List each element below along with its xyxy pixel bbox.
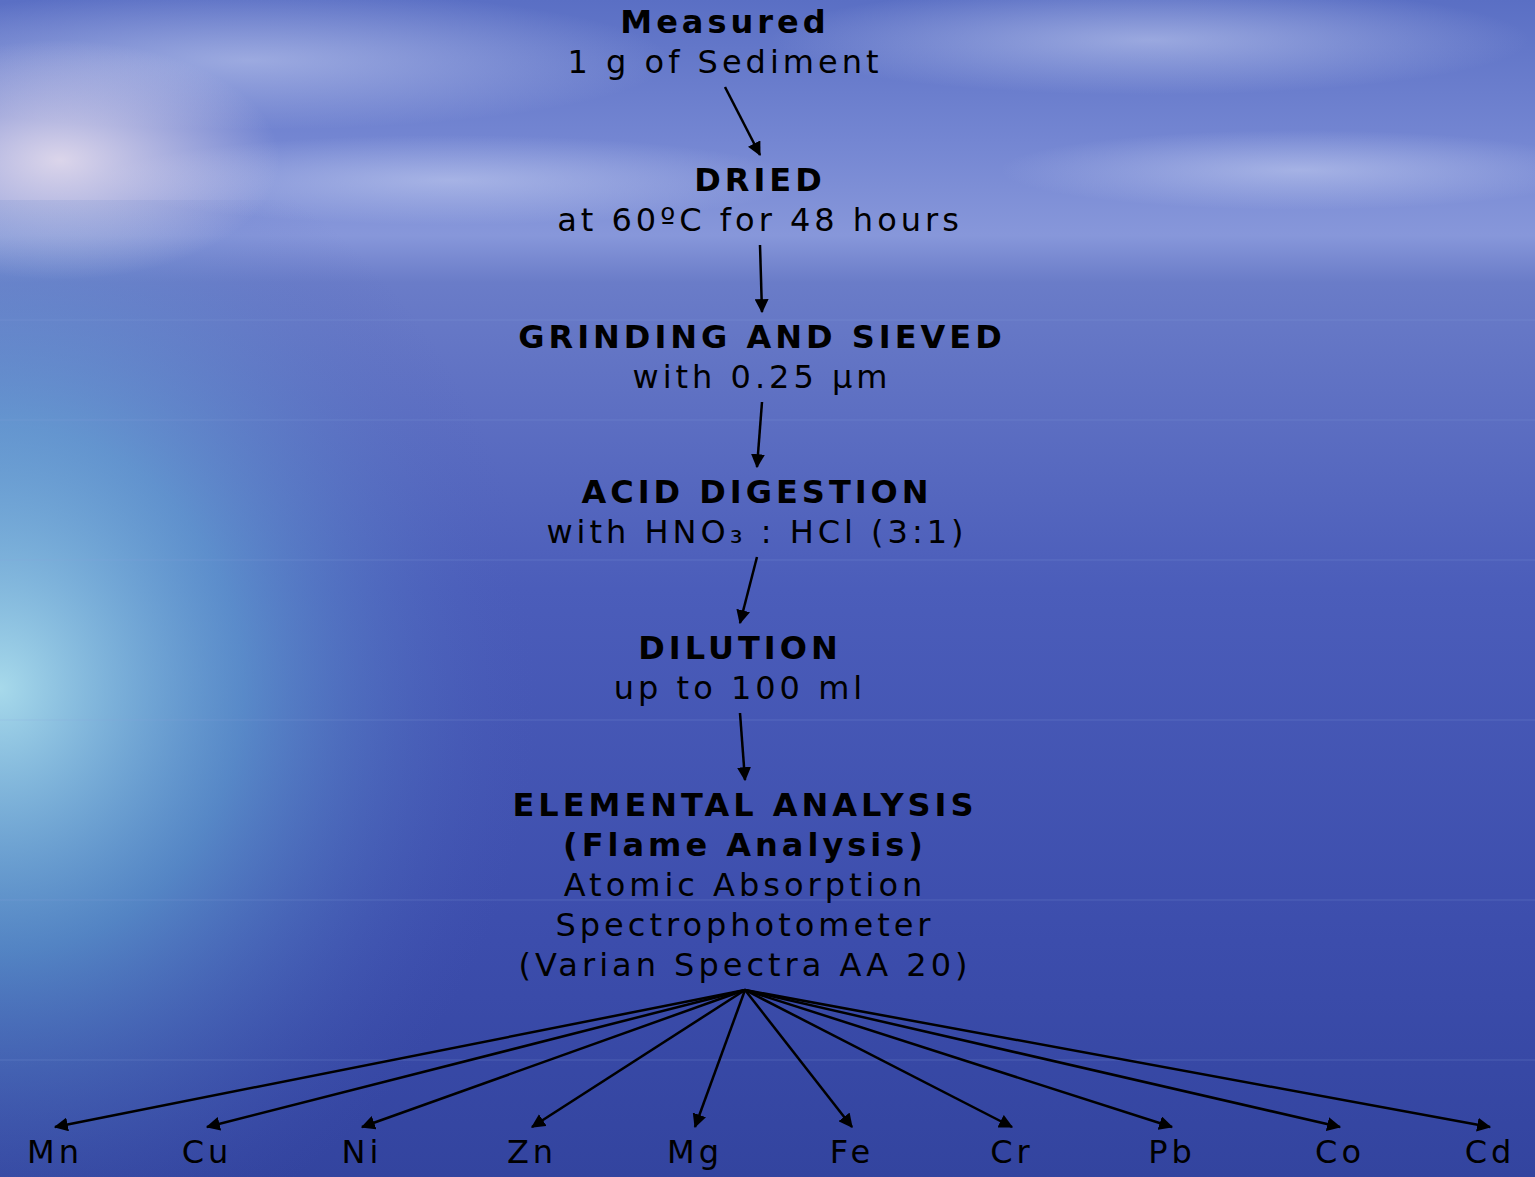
element-label: Cr <box>990 1132 1034 1172</box>
element-symbol: Pb <box>1148 1132 1196 1172</box>
element-label: Pb <box>1148 1132 1196 1172</box>
element-symbol: Cu <box>182 1132 233 1172</box>
element-symbol: Fe <box>830 1132 874 1172</box>
process-step: ACID DIGESTIONwith HNO₃ : HCl (3:1) <box>546 472 967 552</box>
flow-arrow <box>695 990 745 1127</box>
step-detail: up to 100 ml <box>614 668 866 708</box>
flow-arrow <box>745 990 852 1127</box>
element-label: Mn <box>27 1132 83 1172</box>
flow-arrow <box>740 713 745 780</box>
flow-arrow <box>532 990 745 1127</box>
flow-arrow <box>745 990 1490 1127</box>
element-label: Fe <box>830 1132 874 1172</box>
flow-arrow <box>757 402 762 467</box>
flow-arrow <box>760 245 762 312</box>
step-detail: at 60ºC for 48 hours <box>557 200 963 240</box>
element-label: Zn <box>507 1132 557 1172</box>
element-label: Ni <box>342 1132 383 1172</box>
process-step: GRINDING AND SIEVEDwith 0.25 µm <box>518 317 1006 397</box>
process-step: ELEMENTAL ANALYSIS (Flame Analysis)Atomi… <box>465 785 1025 985</box>
step-detail: with 0.25 µm <box>518 357 1006 397</box>
step-heading: Measured <box>568 2 883 42</box>
element-label: Cd <box>1465 1132 1516 1172</box>
element-symbol: Zn <box>507 1132 557 1172</box>
process-step: Measured1 g of Sediment <box>568 2 883 82</box>
step-detail: Atomic Absorption Spectrophotometer (Var… <box>495 865 995 985</box>
process-step: DRIEDat 60ºC for 48 hours <box>557 160 963 240</box>
flow-arrow <box>745 990 1012 1127</box>
flow-arrow <box>740 557 757 623</box>
step-detail: with HNO₃ : HCl (3:1) <box>546 512 967 552</box>
flow-arrow <box>55 990 745 1127</box>
flow-arrow <box>725 87 760 155</box>
element-symbol: Ni <box>342 1132 383 1172</box>
step-heading: ELEMENTAL ANALYSIS (Flame Analysis) <box>465 785 1025 865</box>
element-label: Mg <box>667 1132 723 1172</box>
step-heading: DILUTION <box>614 628 866 668</box>
element-label: Co <box>1315 1132 1365 1172</box>
flow-arrow <box>745 990 1172 1127</box>
step-heading: DRIED <box>557 160 963 200</box>
element-symbol: Mg <box>667 1132 723 1172</box>
element-symbol: Cr <box>990 1132 1034 1172</box>
flow-arrow <box>207 990 745 1127</box>
element-symbol: Mn <box>27 1132 83 1172</box>
element-symbol: Co <box>1315 1132 1365 1172</box>
step-heading: ACID DIGESTION <box>546 472 967 512</box>
process-step: DILUTIONup to 100 ml <box>614 628 866 708</box>
flow-arrow <box>745 990 1340 1127</box>
flow-arrow <box>362 990 745 1127</box>
step-heading: GRINDING AND SIEVED <box>518 317 1006 357</box>
element-symbol: Cd <box>1465 1132 1516 1172</box>
element-label: Cu <box>182 1132 233 1172</box>
step-detail: 1 g of Sediment <box>568 42 883 82</box>
